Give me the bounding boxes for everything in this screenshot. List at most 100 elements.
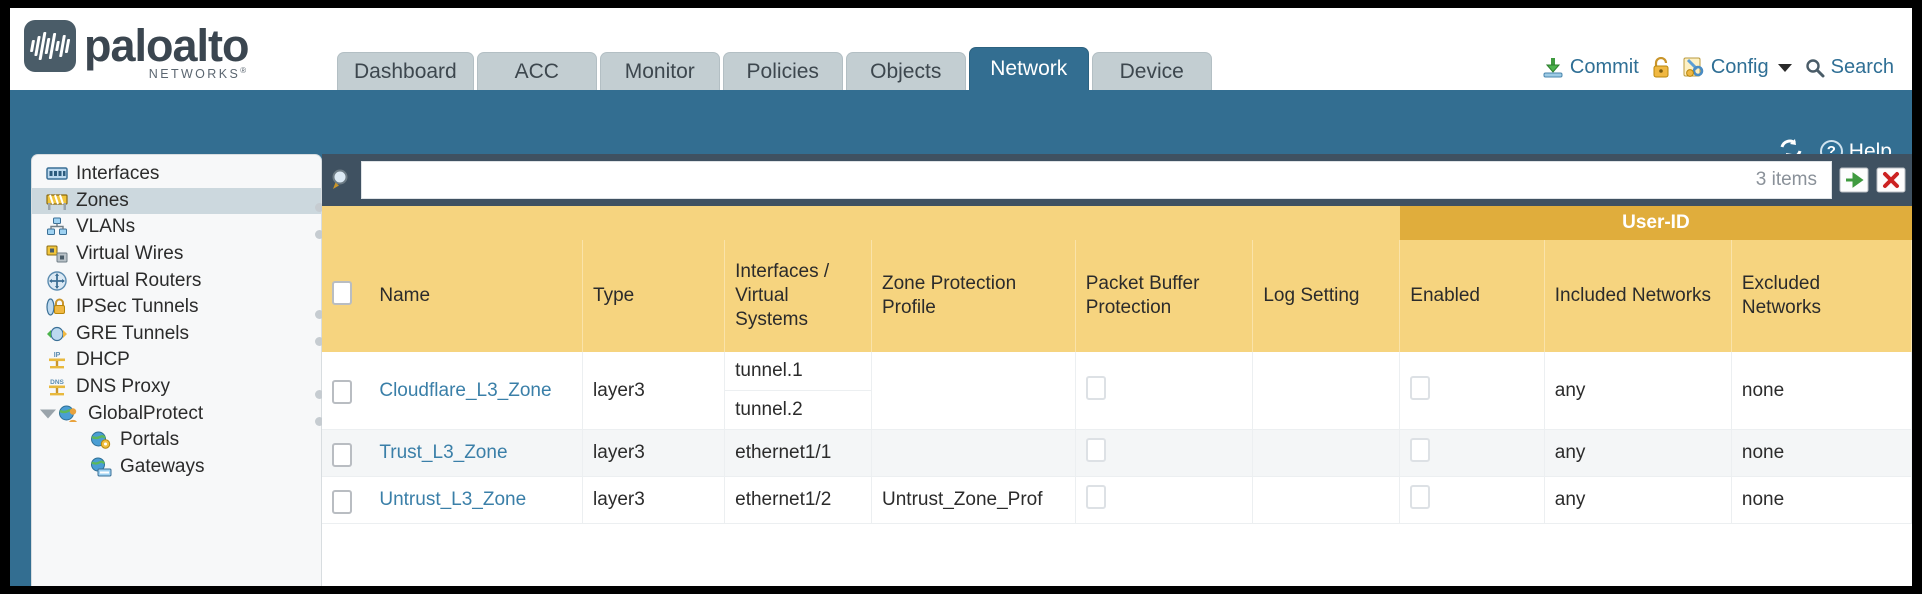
- column-header-log-setting[interactable]: Log Setting: [1252, 240, 1401, 352]
- cell-type: layer3: [582, 476, 726, 524]
- column-header-enabled[interactable]: Enabled: [1399, 240, 1545, 352]
- cell-name: Cloudflare_L3_Zone: [369, 352, 584, 430]
- cell-packet-buffer-protection: [1075, 429, 1254, 477]
- search-label: Search: [1830, 56, 1894, 78]
- cell-userid-enabled: [1399, 476, 1545, 524]
- search-input[interactable]: [372, 169, 1756, 191]
- clear-filter-icon[interactable]: [1876, 165, 1906, 195]
- sidebar-item-interfaces[interactable]: Interfaces: [32, 161, 321, 188]
- tab-dashboard[interactable]: Dashboard: [337, 52, 474, 90]
- sidebar-item-label: GRE Tunnels: [76, 322, 189, 344]
- table-header-row: Name Type Interfaces / Virtual Systems Z…: [322, 240, 1912, 352]
- column-header-excluded-networks[interactable]: Excluded Networks: [1731, 240, 1912, 352]
- column-header-packet-buffer-protection[interactable]: Packet Buffer Protection: [1075, 240, 1254, 352]
- sidebar-item-dhcp[interactable]: IP DHCP: [32, 347, 321, 374]
- config-dropdown[interactable]: Config: [1683, 56, 1792, 79]
- packet-buffer-protection-checkbox[interactable]: [1085, 438, 1106, 462]
- column-header-type[interactable]: Type: [582, 240, 726, 352]
- column-header-zone-protection-profile[interactable]: Zone Protection Profile: [871, 240, 1076, 352]
- sidebar-item-portals[interactable]: Portals: [32, 427, 321, 454]
- chevron-down-icon[interactable]: [40, 409, 56, 419]
- brand-tagline: NETWORKS®: [148, 66, 249, 82]
- apply-filter-icon[interactable]: [1839, 165, 1869, 195]
- column-header-interfaces-virtual-systems[interactable]: Interfaces / Virtual Systems: [724, 240, 872, 352]
- zone-name-link[interactable]: Trust_L3_Zone: [379, 442, 508, 463]
- tab-network[interactable]: Network: [968, 47, 1089, 90]
- sidebar-item-vlans[interactable]: VLANs: [32, 214, 321, 241]
- content-panel: 3 items: [322, 154, 1912, 586]
- tab-label: Policies: [746, 59, 819, 83]
- sidebar-item-gateways[interactable]: Gateways: [32, 454, 321, 481]
- dhcp-icon: IP: [46, 350, 68, 370]
- divider-dot: [315, 230, 324, 239]
- sidebar-item-label: Virtual Routers: [76, 269, 202, 291]
- tab-label: Dashboard: [354, 59, 457, 83]
- select-all-header: [322, 240, 370, 352]
- lock-button[interactable]: [1652, 56, 1670, 79]
- main-nav-tabs: Dashboard ACC Monitor Policies Objects N…: [337, 47, 1215, 90]
- zones-table: User-ID Name Type Interfaces / Virtual S…: [322, 206, 1912, 524]
- gre-tunnels-icon: [46, 324, 68, 344]
- lock-icon: [1652, 56, 1670, 79]
- cell-excluded-networks: none: [1731, 429, 1912, 477]
- interface-entry: ethernet1/2: [735, 489, 832, 510]
- divider-dot: [315, 310, 324, 319]
- packet-buffer-protection-checkbox[interactable]: [1085, 485, 1106, 509]
- interface-entry: tunnel.2: [735, 399, 803, 420]
- tab-monitor[interactable]: Monitor: [599, 52, 720, 90]
- sidebar-item-label: GlobalProtect: [88, 402, 204, 424]
- tab-label: ACC: [514, 59, 559, 83]
- sidebar-item-virtual-routers[interactable]: Virtual Routers: [32, 267, 321, 294]
- sidebar-item-ipsec-tunnels[interactable]: IPSec Tunnels: [32, 294, 321, 321]
- cell-included-networks: any: [1544, 476, 1732, 524]
- userid-enabled-checkbox[interactable]: [1410, 438, 1431, 462]
- brand-logo: paloalto NETWORKS®: [24, 20, 250, 82]
- gateways-icon: [90, 457, 112, 477]
- sidebar-item-globalprotect[interactable]: GlobalProtect: [32, 400, 321, 427]
- zone-name-link[interactable]: Cloudflare_L3_Zone: [379, 379, 552, 401]
- row-checkbox[interactable]: [332, 442, 352, 467]
- cell-included-networks: any: [1544, 429, 1732, 477]
- divider-dot: [315, 417, 324, 426]
- cell-type: layer3: [582, 429, 726, 477]
- panel-divider-dots: [313, 174, 331, 586]
- table-body: Cloudflare_L3_Zone layer3 tunnel.1 tunne…: [322, 352, 1912, 524]
- sidebar-item-zones[interactable]: Zones: [32, 187, 321, 215]
- tab-label: Monitor: [624, 59, 695, 83]
- tab-device[interactable]: Device: [1091, 52, 1212, 90]
- filter-bar: 3 items: [322, 154, 1912, 206]
- table-row[interactable]: Cloudflare_L3_Zone layer3 tunnel.1 tunne…: [322, 352, 1912, 430]
- row-select-cell: [322, 476, 370, 524]
- row-select-cell: [322, 352, 370, 430]
- app-header: paloalto NETWORKS® Dashboard ACC Monitor…: [10, 8, 1912, 90]
- commit-button[interactable]: Commit: [1542, 56, 1639, 79]
- tab-policies[interactable]: Policies: [722, 52, 843, 90]
- userid-enabled-checkbox[interactable]: [1410, 485, 1431, 509]
- config-icon: [1683, 57, 1705, 79]
- select-all-checkbox[interactable]: [332, 280, 352, 305]
- sidebar-item-virtual-wires[interactable]: Virtual Wires: [32, 241, 321, 268]
- table-row[interactable]: Untrust_L3_Zone layer3 ethernet1/2 Untru…: [322, 476, 1912, 524]
- interface-entry: ethernet1/1: [735, 442, 832, 463]
- sidebar-item-gre-tunnels[interactable]: GRE Tunnels: [32, 321, 321, 348]
- sidebar-item-dns-proxy[interactable]: DNS DNS Proxy: [32, 374, 321, 401]
- table-row[interactable]: Trust_L3_Zone layer3 ethernet1/1: [322, 429, 1912, 477]
- portals-icon: [90, 430, 112, 450]
- cell-interfaces: ethernet1/2: [724, 476, 872, 524]
- column-header-included-networks[interactable]: Included Networks: [1544, 240, 1732, 352]
- zone-name-link[interactable]: Untrust_L3_Zone: [379, 489, 527, 510]
- search-button[interactable]: Search: [1805, 56, 1894, 79]
- userid-enabled-checkbox[interactable]: [1410, 375, 1431, 400]
- tab-label: Device: [1119, 59, 1184, 83]
- dns-proxy-icon: DNS: [46, 377, 68, 397]
- packet-buffer-protection-checkbox[interactable]: [1085, 375, 1106, 400]
- table-group-header-row: User-ID: [322, 206, 1912, 240]
- vlans-icon: [46, 217, 68, 237]
- cell-userid-enabled: [1399, 429, 1545, 477]
- cell-name: Trust_L3_Zone: [369, 429, 584, 477]
- tab-acc[interactable]: ACC: [476, 52, 597, 90]
- tab-objects[interactable]: Objects: [845, 52, 966, 90]
- row-checkbox[interactable]: [332, 489, 352, 514]
- row-checkbox[interactable]: [332, 380, 352, 404]
- column-header-name[interactable]: Name: [369, 240, 584, 352]
